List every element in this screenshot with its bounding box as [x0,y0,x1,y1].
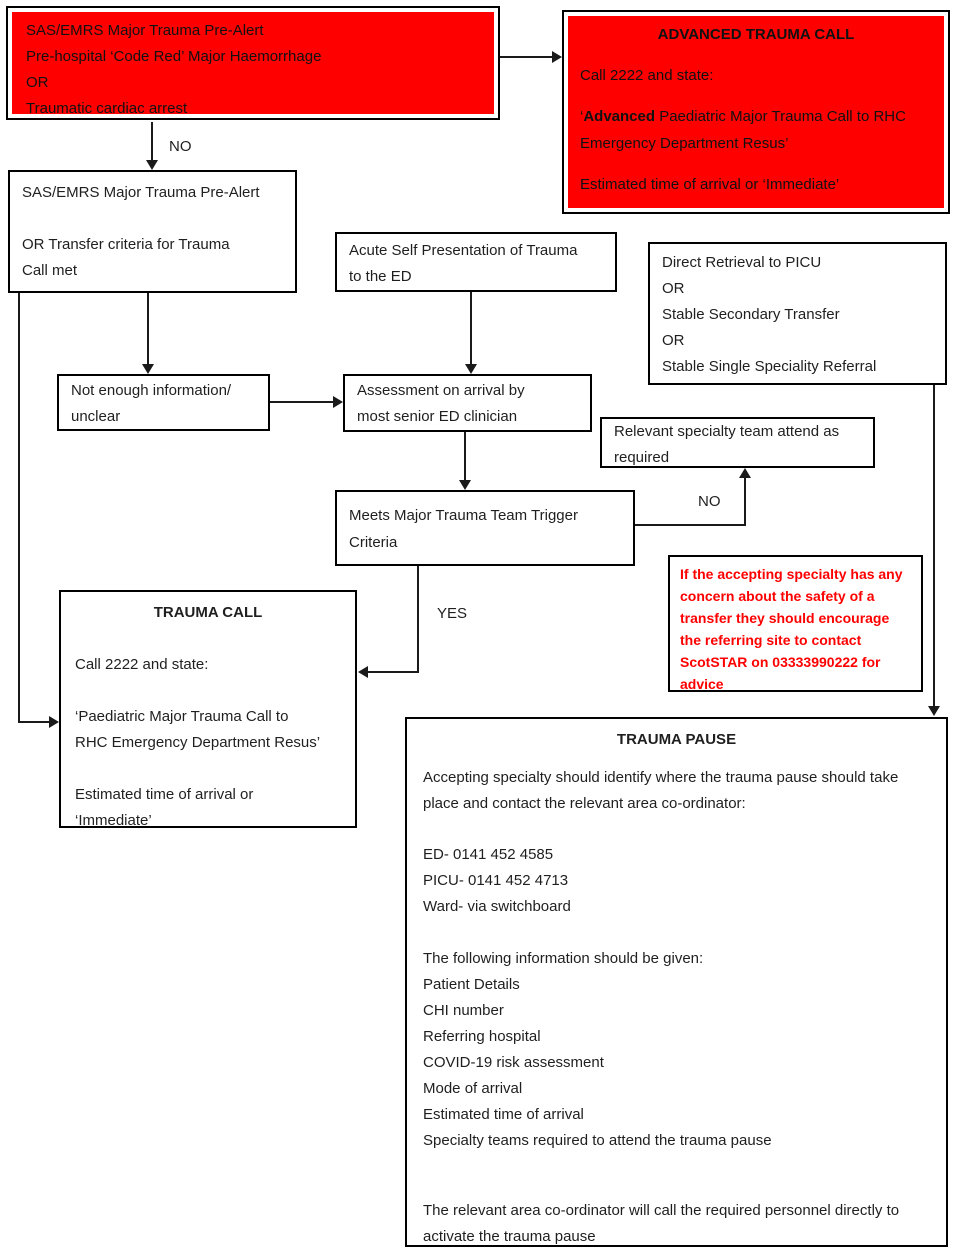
trauma-pause-info-item: Patient Details [423,976,520,994]
statement-bold-word: Advanced [583,108,656,125]
connector-retrieval-to-pause [933,385,935,706]
retrieval-option-line: OR [662,332,685,349]
trauma-pause-title: TRAUMA PAUSE [616,731,737,748]
arrowhead-right-icon [552,51,562,63]
connector-prealert-to-advanced [500,56,552,58]
prehospital-alert-line: OR [26,74,49,91]
acute-self-presentation-line: to the ED [349,268,412,285]
prealert-transfer-line: OR Transfer criteria for Trauma [22,236,230,253]
not-enough-info-line: unclear [71,408,121,425]
retrieval-option-line: OR [662,280,685,297]
connector-assessment-to-criteria [464,432,466,481]
trauma-call-box: TRAUMA CALL Call 2222 and state: ‘Paedia… [59,590,357,829]
arrowhead-down-icon [928,706,940,716]
prehospital-alert-line: Traumatic cardiac arrest [26,100,188,117]
trauma-call-eta-line: Estimated time of arrival or [75,786,254,803]
trauma-pause-info-header: The following information should be give… [423,950,704,968]
connector-prealert-to-trauma-call-vertical [18,293,20,721]
trauma-pause-info-item: Specialty teams required to attend the t… [423,1132,772,1150]
arrowhead-down-icon [146,160,158,170]
trauma-pause-contact: ED- 0141 452 4585 [423,846,554,864]
trauma-pause-box: TRAUMA PAUSE Accepting specialty should … [405,717,948,1247]
arrowhead-left-icon [358,666,368,678]
retrieval-option-line: Stable Secondary Transfer [662,306,840,323]
statement-quote: ‘ [580,108,584,125]
trauma-pause-info-item: COVID-19 risk assessment [423,1054,604,1072]
trauma-pause-intro: Accepting specialty should identify wher… [423,768,899,812]
scotstar-warning-box: If the accepting specialty has any conce… [668,555,923,692]
arrowhead-right-icon [333,396,343,408]
trauma-pause-footer: The relevant area co-ordinator will call… [423,1202,900,1246]
trauma-pause-info-item: CHI number [423,1002,504,1020]
relevant-specialty-line: Relevant specialty team attend as [614,423,840,440]
prealert-transfer-line: SAS/EMRS Major Trauma Pre-Alert [22,184,260,201]
prealert-transfer-box: SAS/EMRS Major Trauma Pre-Alert OR Trans… [8,170,297,293]
meets-criteria-box: Meets Major Trauma Team Trigger Criteria [335,490,635,566]
not-enough-info-box: Not enough information/ unclear [57,374,270,431]
connector-criteria-no-vertical [744,477,746,526]
trauma-pause-contact: PICU- 0141 452 4713 [423,872,569,890]
advanced-trauma-call-title: ADVANCED TRAUMA CALL [657,26,855,43]
trauma-call-title: TRAUMA CALL [153,604,263,621]
connector-unclear-to-assessment [270,401,333,403]
label-yes: YES [437,605,468,622]
arrowhead-down-icon [459,480,471,490]
prealert-transfer-line [22,206,283,232]
trauma-call-statement: RHC Emergency Department Resus’ [75,734,321,751]
trauma-pause-contact: Ward- via switchboard [423,898,571,916]
arrowhead-right-icon [49,716,59,728]
trauma-pause-info-item: Mode of arrival [423,1080,523,1098]
advanced-eta-line: Estimated time of arrival or ‘Immediate’ [580,176,840,193]
arrowhead-up-icon [739,468,751,478]
retrieval-option-line: Direct Retrieval to PICU [662,254,822,271]
trauma-call-2222-line: Call 2222 and state: [75,656,209,673]
arrowhead-down-icon [142,364,154,374]
label-no-right: NO [698,493,721,510]
trauma-call-eta-line: ‘Immediate’ [75,812,152,829]
trauma-call-statement: ‘Paediatric Major Trauma Call to [75,708,289,725]
meets-criteria-line: Criteria [349,534,398,551]
trauma-pause-info-item: Referring hospital [423,1028,541,1046]
advanced-call-2222-line: Call 2222 and state: [580,67,714,84]
connector-criteria-no-horizontal [635,524,746,526]
advanced-trauma-call-box: ADVANCED TRAUMA CALL Call 2222 and state… [562,10,950,214]
assessment-line: most senior ED clinician [357,408,518,425]
trauma-pause-info-item: Estimated time of arrival [423,1106,584,1124]
connector-criteria-yes-horizontal [368,671,419,673]
acute-self-presentation-box: Acute Self Presentation of Trauma to the… [335,232,617,292]
statement-rest: Paediatric Major Trauma Call to RHC Emer… [580,108,906,152]
relevant-specialty-box: Relevant specialty team attend as requir… [600,417,875,468]
connector-prealert-to-unclear [147,293,149,364]
prehospital-alert-line: SAS/EMRS Major Trauma Pre-Alert [26,22,264,39]
acute-self-presentation-line: Acute Self Presentation of Trauma [349,242,578,259]
prehospital-alert-box: SAS/EMRS Major Trauma Pre-Alert Pre-hosp… [6,6,500,120]
connector-acute-to-assessment [470,292,472,364]
scotstar-warning-text: If the accepting specialty has any conce… [680,566,903,692]
assessment-line: Assessment on arrival by [357,382,525,399]
label-no-top: NO [169,138,192,155]
advanced-call-statement: ‘Advanced Paediatric Major Trauma Call t… [580,103,932,157]
meets-criteria-line: Meets Major Trauma Team Trigger [349,507,578,524]
retrieval-options-box: Direct Retrieval to PICU OR Stable Secon… [648,242,947,385]
retrieval-option-line: Stable Single Speciality Referral [662,358,877,375]
arrowhead-down-icon [465,364,477,374]
prealert-transfer-line: Call met [22,262,78,279]
relevant-specialty-line: required [614,449,670,466]
not-enough-info-line: Not enough information/ [71,382,232,399]
connector-prealert-to-trauma-call-horizontal [18,721,49,723]
connector-prealert-no [151,122,153,161]
assessment-box: Assessment on arrival by most senior ED … [343,374,592,432]
connector-criteria-yes-vertical [417,566,419,673]
prehospital-alert-line: Pre-hospital ‘Code Red’ Major Haemorrhag… [26,48,322,65]
